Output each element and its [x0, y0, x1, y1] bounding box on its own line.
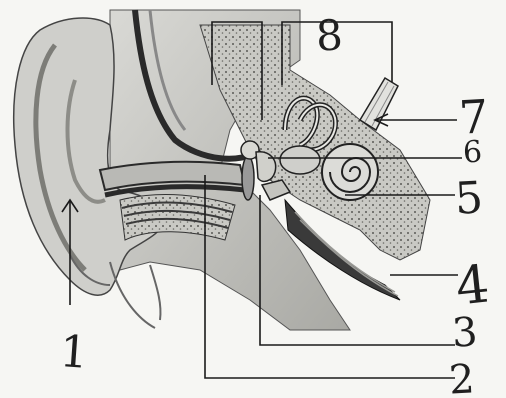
label-3: 3	[451, 312, 479, 353]
label-2: 2	[448, 359, 476, 398]
label-5: 5	[454, 176, 484, 221]
label-8: 8	[315, 14, 344, 57]
label-7: 7	[458, 93, 490, 140]
vestibule	[280, 146, 320, 174]
label-4: 4	[453, 258, 491, 313]
eardrum	[242, 156, 254, 200]
label-1: 1	[58, 330, 89, 376]
